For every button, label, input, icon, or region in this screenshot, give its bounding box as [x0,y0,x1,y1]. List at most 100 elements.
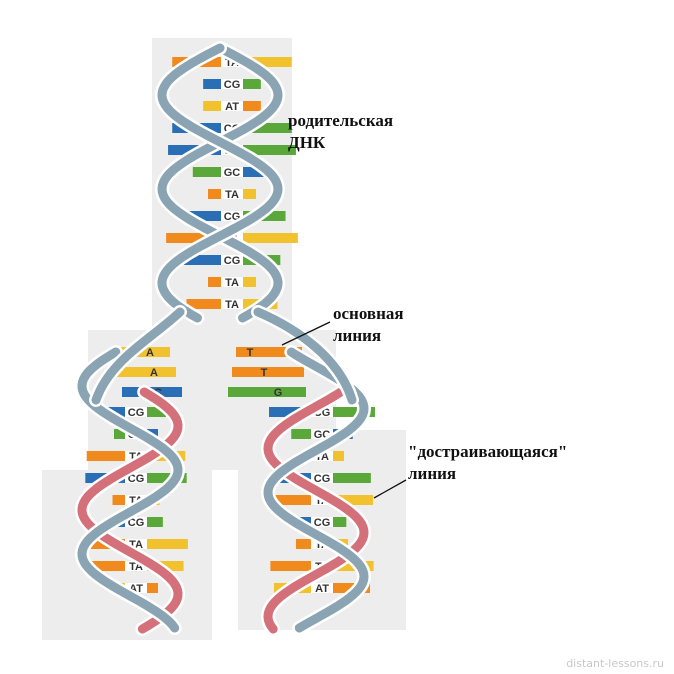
right-daughter-base-2-right [333,451,344,461]
new-strand-label-line1: "достраивающаяся" [408,442,568,461]
right-daughter-base-7-left [270,561,311,571]
right-daughter-new-strand [263,387,369,634]
parent-label-bg-1 [221,79,243,89]
fork-right-base-label-0: T [247,347,254,359]
parent-pair-label-11: TA [225,299,239,311]
right-daughter-base-3-right [333,473,371,483]
parent-pair-label-9: CG [224,255,241,267]
parent-pair-label-2: AT [225,101,239,113]
right-daughter-label-bg-8 [311,583,333,593]
right-daughter-base-4-right [333,495,373,505]
right-daughter-pair-label-3: CG [314,473,331,485]
right-daughter-base-5-right [333,517,347,527]
parent-base-3-right [243,123,292,133]
label-pointers [281,321,407,499]
fork-left-base-1 [116,367,176,377]
parent-base-9-left [183,255,221,265]
left-daughter-base-4-left [112,495,125,505]
right-daughter-label-bg-3 [311,473,333,483]
parent-pair-label-5: GC [224,167,241,179]
left-daughter-label-bg-8 [125,583,147,593]
main-strand-label-line2: линия [333,326,382,345]
right-daughter-base-0-left [269,407,311,417]
parent-strand-2 [157,43,283,323]
left-daughter-pair-label-5: CG [128,517,145,529]
left-daughter-base-7-left [88,561,125,571]
parent-base-5-left [192,167,221,177]
parent-base-10-left [208,277,221,287]
right-daughter-pair-label-5: CG [314,517,331,529]
left-daughter-base-8-right [147,583,158,593]
fork-right-base-0 [236,347,302,357]
parent-label-bg-5 [221,167,243,177]
fork-left-base-label-0: A [146,347,154,359]
parent-pair-label-1: CG [224,79,241,91]
parent-base-5-right [243,167,272,177]
main-line-pointer [281,321,331,346]
parent-base-2-left [203,101,221,111]
parent-label-bg-6 [221,189,243,199]
fork-right-base-label-1: T [261,367,268,379]
parent-label-bg-11 [221,299,243,309]
left-daughter-label-bg-2 [125,451,147,461]
left-daughter-pair-label-3: CG [128,473,145,485]
parent-pair-label-6: TA [225,189,239,201]
parent-base-4-right [243,145,296,155]
fork-right-base-2 [228,387,306,397]
right-daughter-label-bg-0 [311,407,333,417]
left-daughter-base-3-right [147,473,187,483]
fork-right-base-label-2: G [274,387,283,399]
fork-left-base-label-1: A [150,367,158,379]
parent-strand-1 [157,43,283,323]
right-daughter-label-bg-5 [311,517,333,527]
left-daughter-base-5-right [147,517,163,527]
left-daughter-pair-label-0: CG [128,407,145,419]
parent-dna-label-line2: ДНК [288,133,326,152]
parent-label-bg-7 [221,211,243,221]
parent-base-8-right [243,233,298,243]
parent-base-2-right [243,101,261,111]
parent-base-0-right [243,57,292,67]
right-daughter-base-6-left [295,539,311,549]
strands [74,41,372,636]
parent-label-bg-9 [221,255,243,265]
parent-base-8-left [166,233,221,243]
right-daughter-base-1-left [291,429,311,439]
new-strand-label: "достраивающаяся" линия [408,441,567,485]
left-daughter-new-strand [77,387,183,634]
parent-base-6-right [243,189,256,199]
parent-base-10-right [243,277,256,287]
left-daughter-base-2-left [86,451,125,461]
fork-strand-left [91,307,185,405]
parent-dna-label-line1: родительская [288,111,394,130]
right-daughter-label-bg-1 [311,429,333,439]
right-daughter-pair-label-8: AT [315,583,329,595]
left-daughter-base-6-right [147,539,188,549]
watermark: distant-lessons.ru [566,657,664,670]
new-line-pointer [373,479,407,499]
parent-pair-label-10: TA [225,277,239,289]
parent-base-1-left [203,79,221,89]
parent-base-7-left [178,211,221,221]
left-daughter-label-bg-0 [125,407,147,417]
parent-base-11-left [186,299,221,309]
left-daughter-label-bg-4 [125,495,147,505]
parent-label-bg-2 [221,101,243,111]
left-daughter-base-0-right [147,407,166,417]
fork-right-base-1 [232,367,304,377]
left-daughter-label-bg-3 [125,473,147,483]
main-strand-label-line1: основная [333,304,404,323]
left-daughter-old-strand [77,347,183,633]
parent-label-bg-10 [221,277,243,287]
left-daughter-base-1-left [114,429,125,439]
main-strand-label: основная линия [333,303,404,347]
right-daughter-base-0-right [333,407,375,417]
parent-dna-label: родительская ДНК [288,110,393,154]
parent-base-1-right [243,79,261,89]
left-daughter-label-bg-6 [125,539,147,549]
left-daughter-label-bg-7 [125,561,147,571]
fork-strand-right [253,307,357,405]
right-daughter-base-4-left [271,495,311,505]
parent-base-6-left [208,189,221,199]
